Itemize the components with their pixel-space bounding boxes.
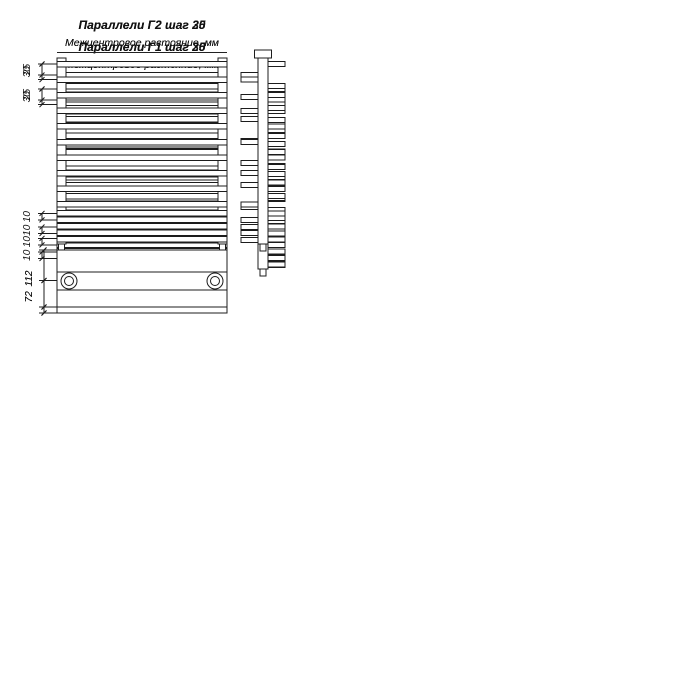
panel-drawing: 30 10 112 — [22, 49, 286, 310]
panel-title: Параллели Г2 шаг 25 — [78, 18, 206, 32]
pitch-dimension-label: 25 — [22, 89, 33, 102]
panel-g2-step30: Параллели Г2 шаг 30 Межцентровое растоян… — [0, 0, 350, 350]
panel-title: Параллели Г1 шаг 25 — [78, 40, 206, 54]
panel-subtitle: Межцентровое растояние, мм — [57, 37, 227, 53]
pitch-dimension-label: 10 — [22, 211, 33, 223]
pitch-dimension-label: 10 — [22, 249, 33, 261]
pitch-dimension-label: 30 — [22, 91, 33, 103]
pitch-dimensions: 30 10 — [22, 86, 57, 248]
collector-dimension-label: 112 — [24, 270, 35, 286]
collector-dimension-label: 72 — [24, 291, 35, 303]
pitch-dimensions: 30 10 — [22, 61, 57, 223]
panel-title: Параллели Г2 шаг 30 — [78, 18, 206, 32]
collector-view: 112 — [24, 247, 228, 310]
pitch-dimension-label: 10 — [22, 236, 33, 248]
panel-title: Параллели Г1 шаг 30 — [78, 40, 206, 54]
pitch-dimension-label: 25 — [22, 64, 33, 77]
front-view — [56, 57, 228, 252]
pitch-dimension-label: 10 — [22, 224, 33, 236]
collector-dimension-label: 72 — [24, 291, 35, 303]
side-view — [240, 49, 286, 252]
collector-dimension-label: 112 — [24, 270, 35, 286]
pitch-dimension-label: 30 — [22, 66, 33, 78]
